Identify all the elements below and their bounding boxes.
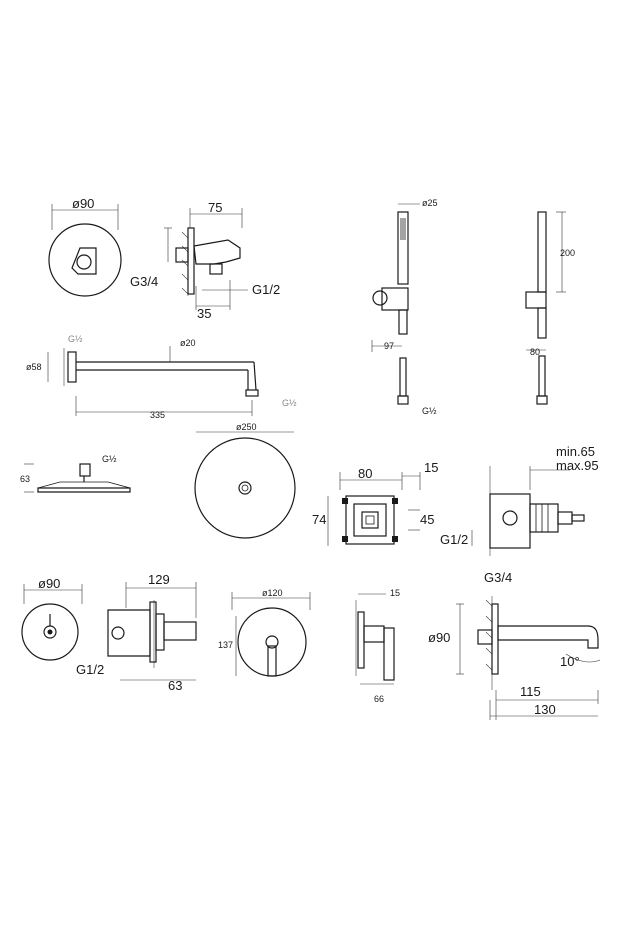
label-63-head: 63 (20, 474, 30, 484)
label-15-box: 15 (424, 460, 438, 475)
label-66: 66 (374, 694, 384, 704)
label-80-hand: 80 (530, 347, 540, 357)
label-g12-outlet: G1/2 (252, 282, 280, 297)
head-shower-top-view (194, 431, 296, 539)
label-d58: ø58 (26, 362, 42, 372)
label-g12-arm: G½ (68, 334, 83, 344)
mixer-plate-front-view (231, 592, 311, 677)
built-in-box-side-view (471, 466, 585, 556)
thermostat-plate-front-view (21, 584, 83, 661)
label-80-box: 80 (358, 466, 372, 481)
label-g12-head: G½ (102, 454, 117, 464)
label-d90-spout: ø90 (428, 630, 450, 645)
head-shower-side-view (24, 463, 131, 493)
label-g12-box: G1/2 (440, 532, 468, 547)
label-g34-spout: G3/4 (484, 570, 512, 585)
shower-arm-side-view (47, 346, 259, 416)
label-129: 129 (148, 572, 170, 587)
hand-shower-side-view (525, 211, 566, 405)
mixer-side-view (355, 593, 395, 685)
label-d120: ø120 (262, 588, 283, 598)
label-335: 335 (150, 410, 165, 420)
label-15-mixer: 15 (390, 588, 400, 598)
label-d90-thermo: ø90 (38, 576, 60, 591)
built-in-box-front-view (327, 472, 421, 546)
label-75: 75 (208, 200, 222, 215)
label-g34-outlet: G3/4 (130, 274, 158, 289)
label-35: 35 (197, 306, 211, 321)
thermostat-side-view (107, 582, 197, 681)
label-115: 115 (520, 684, 541, 699)
label-d90-top: ø90 (72, 196, 94, 211)
label-min65: min.65 (556, 444, 595, 459)
label-200: 200 (560, 248, 575, 258)
label-d20: ø20 (180, 338, 196, 348)
label-137: 137 (218, 640, 233, 650)
label-g12-thermo: G1/2 (76, 662, 104, 677)
label-g12-hose: G½ (422, 406, 437, 416)
label-45: 45 (420, 512, 434, 527)
label-max95: max.95 (556, 458, 599, 473)
label-d25: ø25 (422, 198, 438, 208)
label-d250: ø250 (236, 422, 257, 432)
label-74: 74 (312, 512, 326, 527)
label-97: 97 (384, 341, 394, 351)
hand-shower-front-view (371, 203, 420, 405)
diverter-plate-front-view (48, 204, 122, 297)
bath-spout-side-view (456, 596, 601, 720)
label-63-thermo: 63 (168, 678, 182, 693)
label-g12-arm-end: G½ (282, 398, 297, 408)
label-10-degree: 10° (560, 654, 580, 669)
wall-outlet-side-view (164, 208, 248, 310)
label-130: 130 (534, 702, 556, 717)
